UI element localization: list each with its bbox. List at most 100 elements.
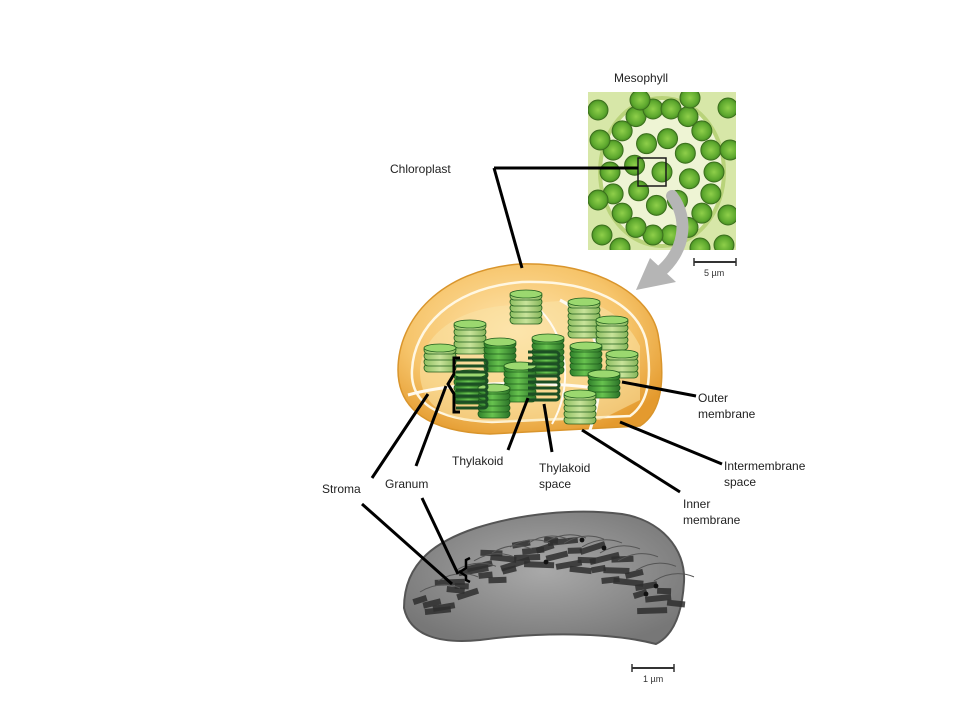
granum-stack [509, 289, 543, 325]
em-granum [488, 576, 507, 584]
mesophyll-chloroplast [624, 154, 646, 176]
em-granum [637, 607, 668, 615]
em-plastoglobule [579, 537, 585, 543]
em-granum [591, 564, 606, 574]
label-outer-membrane-line2: membrane [698, 407, 756, 421]
thylakoid-disc-top [453, 319, 487, 329]
stroma-leader [370, 393, 430, 479]
label-intermembrane-line1: Intermembrane [724, 459, 806, 473]
mesophyll-chloroplast [657, 128, 679, 150]
label-granum: Granum [385, 477, 429, 491]
scale-bar-1um [631, 664, 675, 672]
granum-em-bracket [457, 556, 471, 584]
em-stroma-lamella [581, 539, 623, 548]
granum-stack [563, 389, 597, 425]
em-granum [547, 536, 579, 547]
mesophyll-chloroplast [703, 161, 725, 183]
granum-bracket [446, 356, 460, 414]
sectioned-granum [528, 350, 561, 402]
zoom-arrowhead [636, 258, 676, 290]
em-granum [656, 587, 672, 595]
scale-label-5um: 5 µm [704, 268, 725, 278]
label-outer-membrane: Outer membrane [698, 390, 755, 422]
em-granum [523, 561, 555, 569]
mesophyll-micrograph [588, 92, 736, 250]
label-chloroplast: Chloroplast [390, 162, 451, 176]
inner-membrane-leader [581, 428, 681, 494]
label-outer-membrane-line1: Outer [698, 391, 729, 405]
label-mesophyll: Mesophyll [614, 71, 669, 85]
em-stroma-lamella [599, 545, 641, 554]
mesophyll-chloroplast [717, 97, 736, 119]
em-granum [624, 568, 644, 580]
selection-box [637, 157, 667, 187]
em-granum [511, 539, 531, 549]
label-inner-membrane-line2: membrane [683, 513, 741, 527]
mesophyll-chloroplast [599, 161, 621, 183]
label-thylakoid-space: Thylakoid space [539, 460, 590, 492]
mesophyll-chloroplast [691, 120, 713, 142]
granum-stack [587, 369, 621, 399]
thylakoid-disc-top [569, 341, 603, 351]
em-granum [412, 594, 428, 606]
em-plastoglobule [601, 545, 607, 551]
mesophyll-chloroplast [591, 224, 613, 246]
mesophyll-chloroplast [609, 237, 631, 250]
thylakoid-space-leader [542, 403, 554, 453]
em-granum [514, 554, 541, 561]
mesophyll-chloroplast [645, 194, 667, 216]
granum-leader [414, 385, 448, 467]
em-granum [501, 565, 517, 575]
em-stroma-lamella [563, 535, 605, 544]
zoom-arrow [654, 190, 689, 278]
thylakoid-disc-top [567, 297, 601, 307]
em-granum [666, 599, 686, 608]
mesophyll-chloroplast [625, 216, 647, 238]
em-granum [490, 554, 517, 563]
em-stroma-lamella [527, 535, 569, 544]
mesophyll-chloroplast [611, 120, 633, 142]
intermembrane-leader [619, 420, 723, 466]
em-granum [611, 555, 634, 563]
em-granum [589, 551, 620, 565]
chloroplast-leader-2 [492, 167, 524, 269]
thylakoid-disc-top [483, 337, 517, 347]
granum-stack [453, 319, 487, 355]
thylakoid-membrane [528, 392, 561, 402]
thylakoid-leader [506, 397, 530, 451]
scale-label-1um: 1 µm [643, 674, 664, 684]
thylakoid-disc-top [531, 333, 565, 343]
em-granum [603, 567, 630, 575]
granum-stack [567, 297, 601, 339]
label-intermembrane-line2: space [724, 475, 757, 489]
granum-em-leader [420, 497, 460, 575]
mesophyll-chloroplast [717, 204, 736, 226]
mesophyll-chloroplast [588, 189, 609, 211]
thylakoid-disc-top [587, 369, 621, 379]
em-stroma-lamella [635, 562, 677, 571]
label-inner-membrane-line1: Inner [683, 497, 711, 511]
em-plastoglobule [653, 583, 659, 589]
em-granum [422, 598, 442, 609]
em-granum [424, 606, 452, 615]
mesophyll-chloroplast [636, 133, 658, 155]
label-stroma: Stroma [322, 482, 361, 496]
em-granum [569, 565, 592, 575]
em-stroma-lamella [617, 553, 659, 562]
em-granum [644, 593, 672, 603]
em-stroma-lamella [455, 562, 497, 571]
em-granum [613, 577, 644, 587]
label-intermembrane-space: Intermembrane space [724, 458, 805, 490]
leader-lines [361, 166, 723, 586]
thylakoid-disc-top [423, 343, 457, 353]
em-granum [567, 547, 582, 554]
mesophyll-chloroplast [713, 234, 735, 250]
em-stroma-lamella [653, 573, 695, 582]
mesophyll-chloroplast [678, 168, 700, 190]
em-stroma-lamella [473, 553, 515, 562]
thylakoid-disc-top [605, 349, 639, 359]
granum-stack [423, 343, 457, 373]
em-granum [478, 571, 493, 579]
label-thylakoid-space-line2: space [539, 477, 572, 491]
